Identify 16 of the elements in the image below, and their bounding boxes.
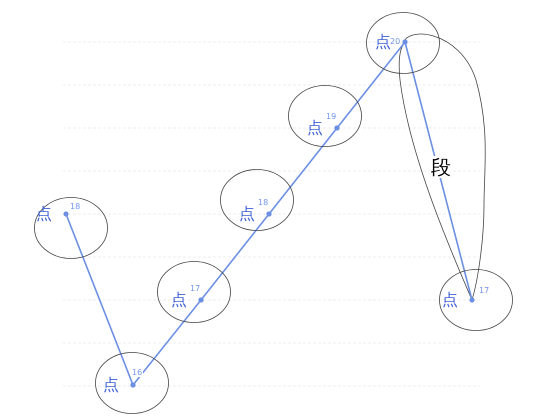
point-label: 点 [103,376,119,394]
point-label: 点 [239,205,255,223]
line-segment [402,39,475,303]
value-label: 16 [131,368,144,377]
value-label: 17 [189,284,202,293]
value-label: 18 [69,202,82,211]
value-label: 19 [325,112,338,121]
point-label: 点 [36,205,52,223]
point-label: 点 [307,119,323,137]
point-label: 点 [442,291,458,309]
value-label: 20 [389,37,402,46]
value-label: 18 [257,198,270,207]
value-label: 17 [478,286,490,295]
point-label: 点 [171,291,187,309]
edge-label: 段 [430,156,452,178]
point-label: 点 [375,33,391,51]
